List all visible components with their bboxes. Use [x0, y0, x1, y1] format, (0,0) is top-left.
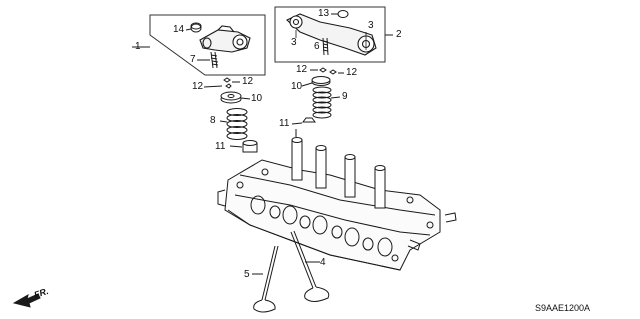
callout-11-right: 11	[279, 118, 290, 129]
valve-cotters-left	[203, 77, 240, 89]
callout-leaders	[295, 30, 367, 50]
callout-12-lower-left: 12	[192, 81, 204, 92]
callout-13: 13	[318, 8, 330, 19]
callout-12-lower-right: 12	[346, 67, 358, 78]
lock-nut-14	[185, 22, 202, 33]
callout-2: 2	[396, 29, 402, 40]
valve-stem-seal-right	[291, 117, 316, 125]
valve-cotters-right	[310, 67, 344, 75]
valve-spring-right	[312, 86, 341, 119]
lock-nut-13	[331, 10, 349, 18]
callout-14: 14	[173, 24, 185, 35]
callout-4: 4	[320, 257, 326, 268]
callout-1: 1	[135, 41, 141, 52]
callout-10-left: 10	[251, 93, 263, 104]
callout-9: 9	[342, 91, 348, 102]
part-reference-code: S9AAE1200A	[535, 303, 591, 313]
rocker-arm-assembly-2-box	[274, 6, 393, 63]
front-direction-arrow	[12, 293, 41, 308]
callout-8: 8	[210, 115, 216, 126]
cylinder-head	[217, 129, 457, 271]
callout-12-upper-right: 12	[296, 64, 308, 75]
rocker-arm-1	[199, 25, 251, 53]
valve-spring-left	[219, 108, 248, 140]
callout-7: 7	[190, 54, 196, 65]
callout-6: 6	[314, 41, 320, 52]
exhaust-valve	[290, 230, 330, 302]
callout-3-left: 3	[291, 37, 297, 48]
rocker-arm-assembly-1-box	[132, 14, 266, 76]
rocker-arm-2	[286, 13, 377, 56]
callout-10-right: 10	[291, 81, 303, 92]
intake-valve	[252, 245, 279, 313]
callout-12-upper-left: 12	[242, 76, 254, 87]
valve-stem-seal-left	[229, 140, 258, 153]
callout-11-left: 11	[215, 141, 226, 152]
adjusting-screw-7	[197, 51, 219, 69]
callout-3-right: 3	[368, 20, 374, 31]
adjusting-screw-6	[322, 37, 329, 56]
callout-5: 5	[244, 269, 250, 280]
spring-retainer-left	[220, 91, 251, 104]
spring-retainer-right	[301, 76, 331, 87]
